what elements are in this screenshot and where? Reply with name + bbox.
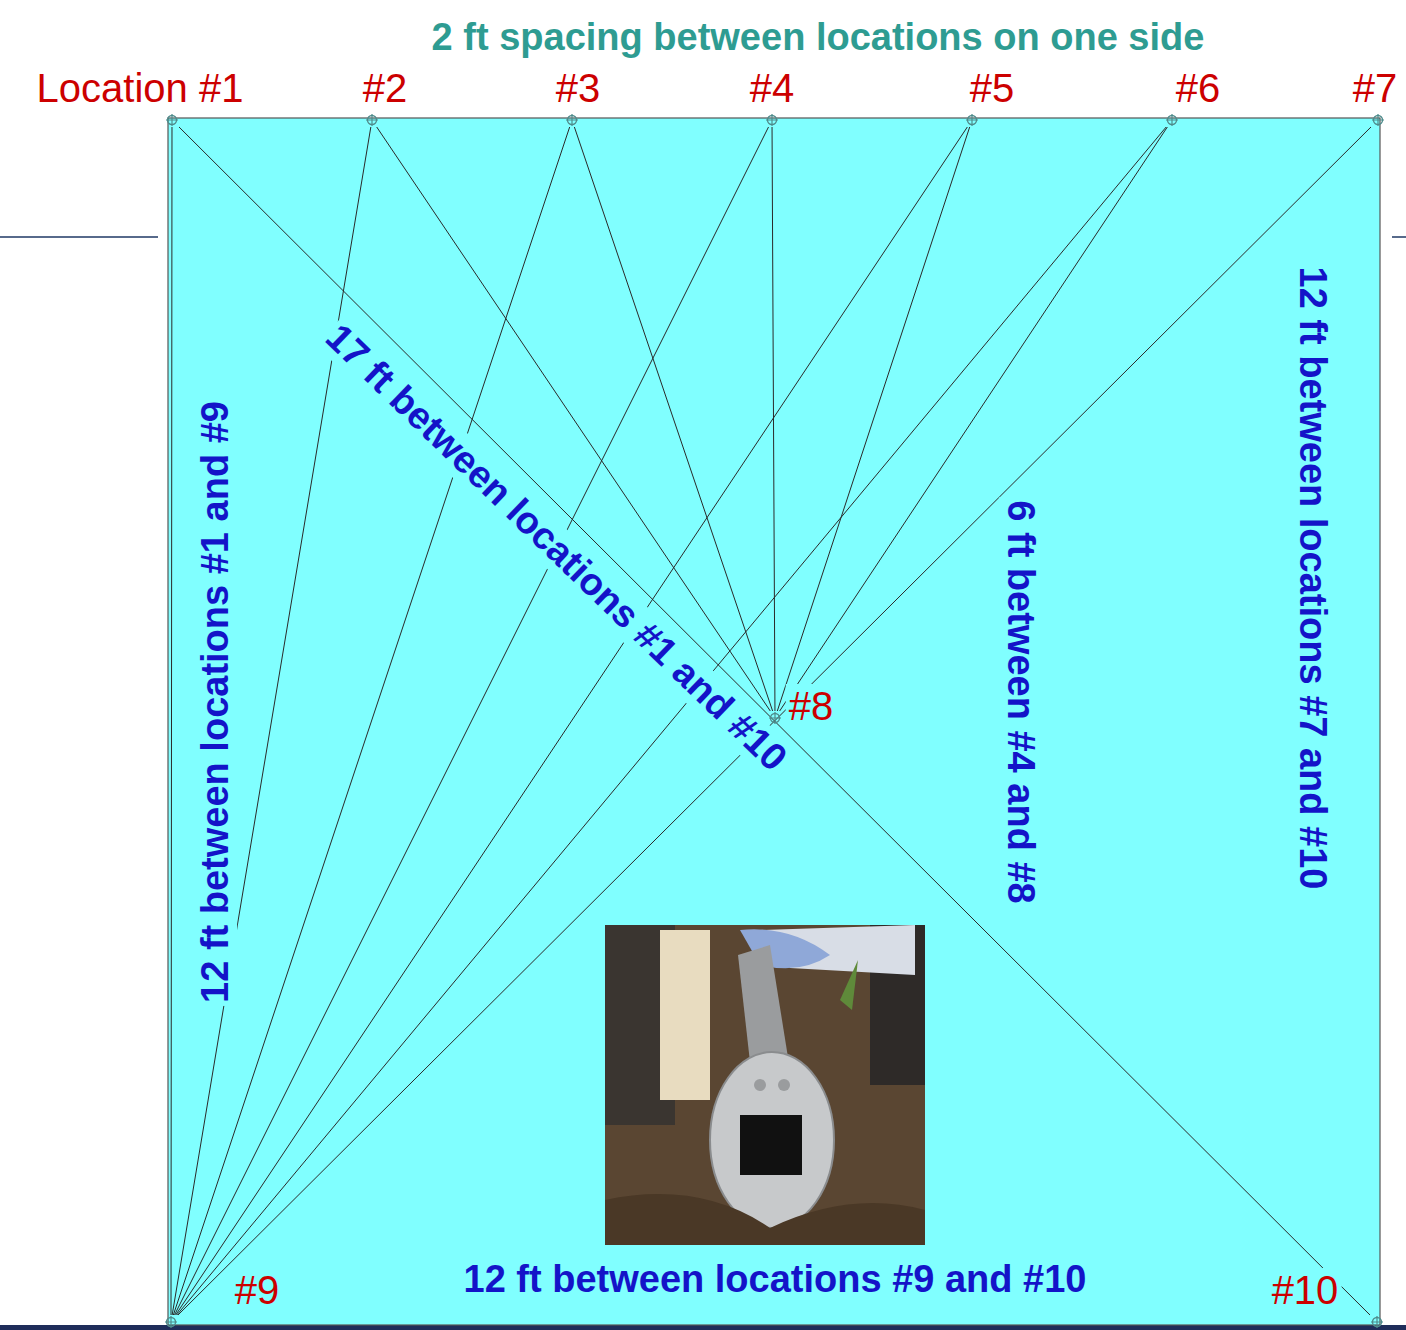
dimension-label-wrap: 6 ft between #4 and #8 <box>999 497 1041 906</box>
location-marker <box>768 711 782 725</box>
location-label: Location #1 <box>37 66 244 110</box>
location-label-wrap: #3 <box>556 66 601 110</box>
sampling-location: #4 <box>765 113 779 127</box>
location-label: #3 <box>556 66 601 110</box>
location-label-wrap: #2 <box>363 66 408 110</box>
photo-ground <box>605 925 925 1245</box>
sampling-line <box>780 127 1168 711</box>
photo-device-body <box>710 1052 834 1228</box>
location-marker <box>765 113 779 127</box>
sampling-location: #6 <box>1165 113 1179 127</box>
sampling-line <box>176 127 968 1315</box>
decor-line <box>0 236 158 238</box>
location-marker <box>1165 113 1179 127</box>
dimension-label-wrap: 2 ft spacing between locations on one si… <box>432 17 1205 59</box>
location-label: #8 <box>786 684 837 728</box>
location-label: #2 <box>363 66 408 110</box>
photo-board <box>660 930 710 1100</box>
dimension-label: 12 ft between locations #7 and #10 <box>1291 264 1333 893</box>
dimension-label: 12 ft between locations #1 and #9 <box>195 398 237 1006</box>
location-label: #6 <box>1176 66 1221 110</box>
location-label-wrap: Location #1 <box>37 66 244 110</box>
sampling-location: #8 <box>768 711 782 725</box>
sampling-location: #10 <box>1370 1315 1384 1329</box>
field-photo <box>605 925 925 1245</box>
location-marker <box>1370 1315 1384 1329</box>
sampling-line <box>172 127 371 1315</box>
location-label: #9 <box>232 1268 283 1312</box>
sampling-line <box>175 127 769 1315</box>
decor-line <box>1392 236 1406 238</box>
dimension-label-wrap: 12 ft between locations #1 and #9 <box>195 398 237 1006</box>
sampling-location: #5 <box>965 113 979 127</box>
location-label: #10 <box>1269 1268 1342 1312</box>
dimension-label: 2 ft spacing between locations on one si… <box>432 17 1205 59</box>
sampling-location: Location #1 <box>165 113 179 127</box>
location-label-wrap: #9 <box>232 1268 283 1312</box>
location-label-wrap: #8 <box>786 684 837 728</box>
location-label: #7 <box>1353 66 1398 110</box>
sampling-line <box>173 127 569 1315</box>
dimension-label: 6 ft between #4 and #8 <box>999 497 1041 906</box>
location-label-wrap: #5 <box>970 66 1015 110</box>
sampling-line <box>178 127 1371 1315</box>
location-label-wrap: #4 <box>750 66 795 110</box>
location-marker <box>965 113 979 127</box>
location-label-wrap: #6 <box>1176 66 1221 110</box>
sampling-location: #7 <box>1371 113 1385 127</box>
sampling-line <box>777 127 969 711</box>
location-marker <box>1371 113 1385 127</box>
dimension-label: 17 ft between locations #1 and #10 <box>315 314 796 781</box>
location-label: #5 <box>970 66 1015 110</box>
sampling-location: #2 <box>365 113 379 127</box>
location-marker <box>165 113 179 127</box>
location-label-wrap: #7 <box>1353 66 1398 110</box>
location-label: #4 <box>750 66 795 110</box>
bottom-bar <box>0 1325 1406 1330</box>
dimension-label-wrap: 12 ft between locations #9 and #10 <box>461 1259 1090 1301</box>
sampling-area <box>168 118 1380 1325</box>
photo-plant <box>840 960 858 1010</box>
photo-device-button <box>778 1079 790 1091</box>
dimension-label: 12 ft between locations #9 and #10 <box>461 1259 1090 1301</box>
sampling-line <box>177 127 1166 1315</box>
sampling-location: #9 <box>164 1315 178 1329</box>
location-marker <box>565 113 579 127</box>
dimension-label-wrap: 12 ft between locations #7 and #10 <box>1291 264 1333 893</box>
location-marker <box>365 113 379 127</box>
sampling-line <box>179 127 1370 1315</box>
photo-device-screen <box>740 1115 802 1175</box>
photo-device-button <box>754 1079 766 1091</box>
sampling-line <box>171 127 173 1315</box>
location-label-wrap: #10 <box>1269 1268 1342 1312</box>
edge-label-wrap: 17 ft between locations #1 and #10 <box>315 314 796 781</box>
sampling-location: #3 <box>565 113 579 127</box>
location-marker <box>164 1315 178 1329</box>
photo-soil <box>605 1194 925 1245</box>
